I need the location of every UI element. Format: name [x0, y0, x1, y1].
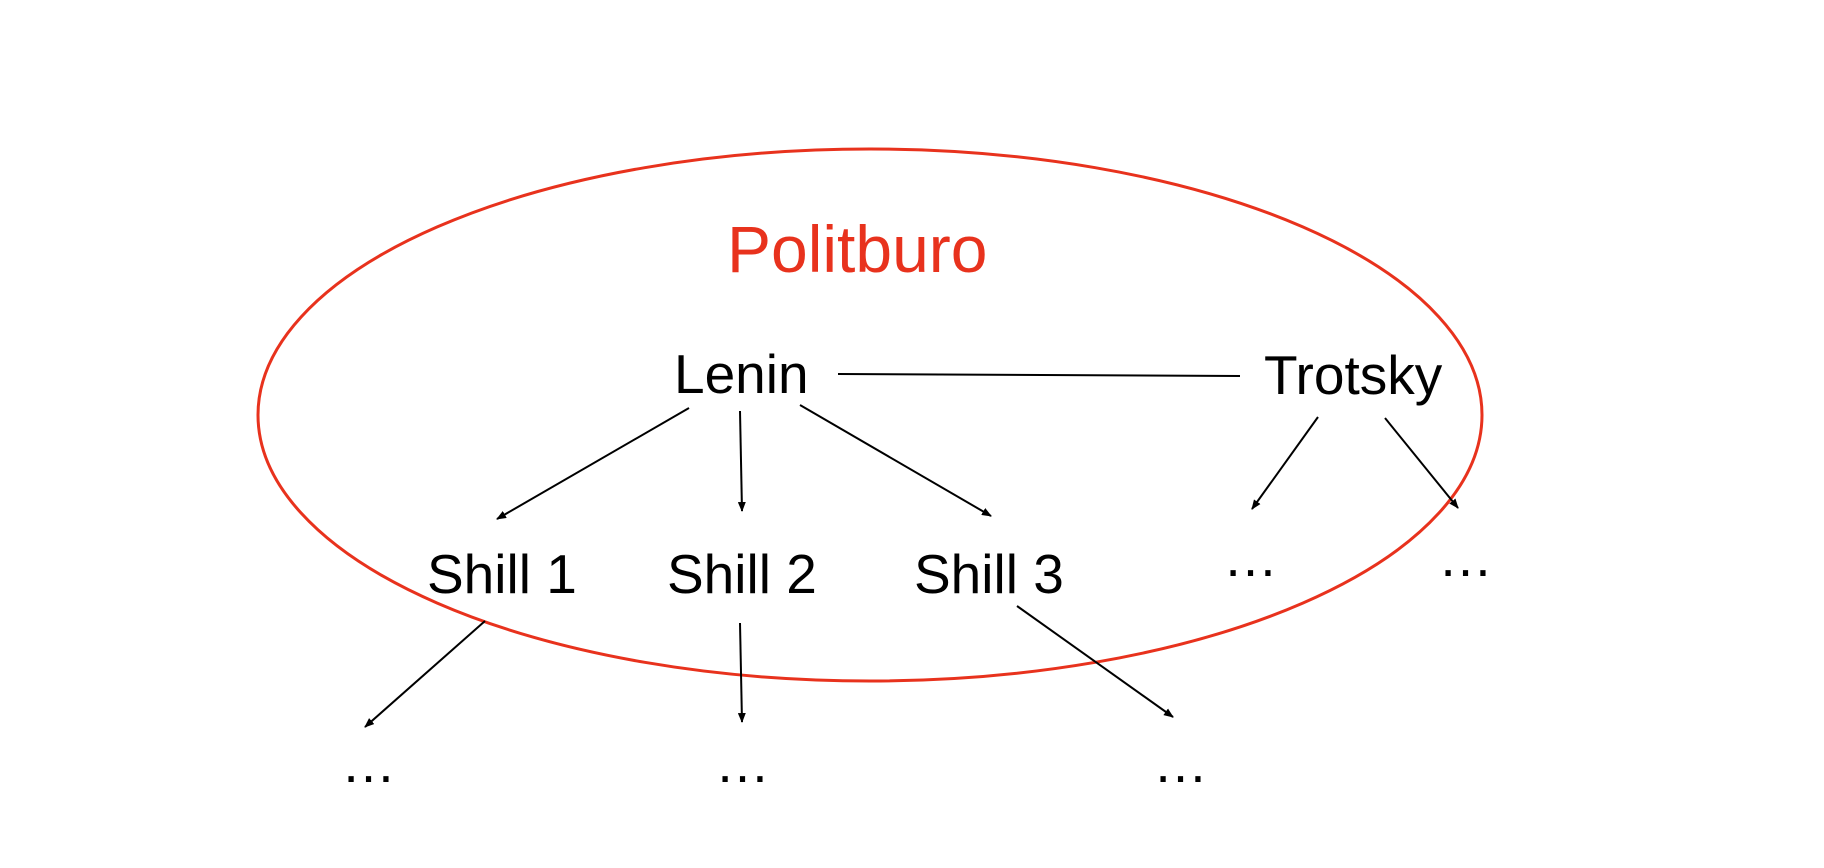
- group-label-politburo: Politburo: [727, 212, 988, 286]
- edge-shill2-child: [737, 622, 746, 723]
- node-trotsky-child-right: …: [1438, 526, 1493, 588]
- node-shill2-child: …: [715, 732, 770, 794]
- edge-shill1-child: [364, 620, 486, 728]
- edge-lenin-shill1: [496, 407, 690, 520]
- edge-trotsky-left: [1251, 416, 1319, 510]
- edge-lenin-shill3: [799, 404, 992, 517]
- node-trotsky-child-left: …: [1223, 526, 1278, 588]
- politburo-ellipse: [256, 147, 1484, 683]
- node-trotsky: Trotsky: [1264, 344, 1443, 406]
- node-shill3-child: …: [1153, 732, 1208, 794]
- edge-trotsky-right: [1384, 417, 1459, 509]
- edge-shill3-child: [1016, 605, 1174, 718]
- node-shill-1: Shill 1: [427, 543, 577, 605]
- node-shill-2: Shill 2: [667, 543, 817, 605]
- node-lenin: Lenin: [674, 343, 809, 405]
- edge-lenin-shill2: [737, 410, 746, 512]
- edge-lenin-trotsky: [837, 373, 1241, 377]
- node-shill-3: Shill 3: [914, 543, 1064, 605]
- node-shill1-child: …: [341, 732, 396, 794]
